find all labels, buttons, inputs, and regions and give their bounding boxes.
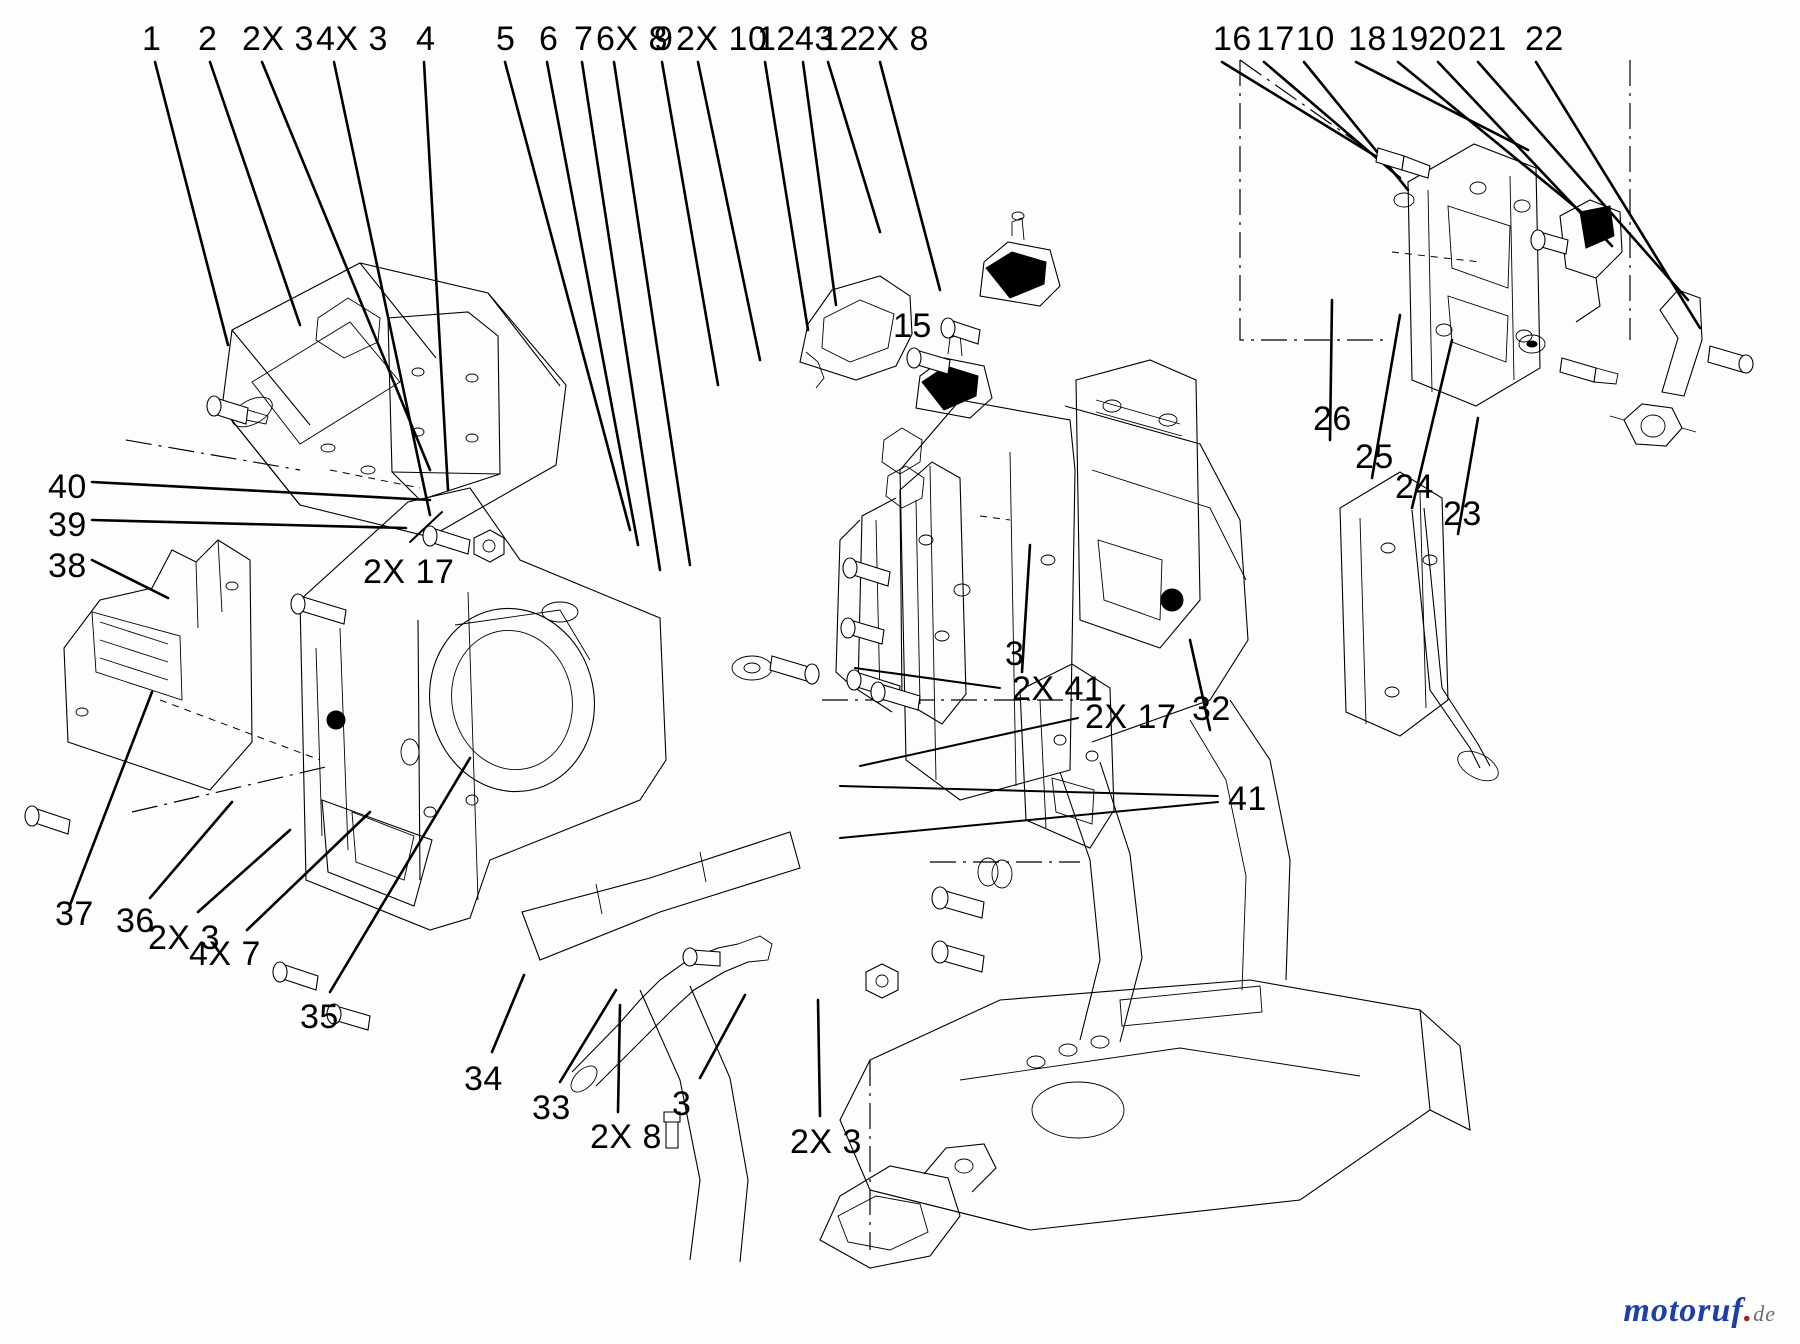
- callout-2x-10: 2X 10: [676, 20, 768, 58]
- part-left-housing: [299, 487, 667, 931]
- callout-41: 41: [1228, 780, 1267, 818]
- callout-6x-8: 6X 8: [596, 20, 668, 58]
- callout-2: 2: [198, 20, 218, 58]
- callout-4x-7: 4X 7: [189, 935, 261, 973]
- callout-3-bottom: 3: [672, 1085, 692, 1123]
- callout-2x-17-right: 2X 17: [1085, 698, 1177, 736]
- callout-17-top: 17: [1256, 20, 1295, 58]
- part-bottom-deck: [819, 979, 1471, 1269]
- callout-21: 21: [1468, 20, 1507, 58]
- part-upper-left-bracket: [221, 262, 567, 538]
- callout-38: 38: [48, 547, 87, 585]
- part-bottom-left-plate: [521, 831, 801, 961]
- callout-36: 36: [116, 902, 155, 940]
- callout-40: 40: [48, 468, 87, 506]
- part-main-center-frame: [835, 359, 1249, 801]
- part-switch-module-lower: [915, 333, 993, 419]
- callout-2x-41: 2X 41: [1012, 670, 1104, 708]
- callout-39: 39: [48, 506, 87, 544]
- callout-16: 16: [1213, 20, 1252, 58]
- callout-19: 19: [1390, 20, 1429, 58]
- part-center-sub-plate: [1019, 663, 1115, 849]
- leader-lines-top-right: [1220, 60, 1702, 330]
- callout-2x-8-top: 2X 8: [857, 20, 929, 58]
- callout-33: 33: [532, 1089, 571, 1127]
- part-cover-cap: [799, 275, 913, 389]
- callout-4x-3-top: 4X 3: [316, 20, 388, 58]
- center-lines: [125, 59, 1631, 1250]
- callout-35: 35: [300, 998, 339, 1036]
- watermark-tld: de: [1753, 1301, 1776, 1326]
- callout-2x-17-left: 2X 17: [363, 553, 455, 591]
- callout-6: 6: [539, 20, 559, 58]
- callout-37: 37: [55, 895, 94, 933]
- callout-22: 22: [1525, 20, 1564, 58]
- callout-10: 10: [1296, 20, 1335, 58]
- callout-20: 20: [1428, 20, 1467, 58]
- callout-4: 4: [416, 20, 436, 58]
- part-louver-panel: [63, 539, 253, 791]
- callout-5: 5: [496, 20, 516, 58]
- callout-1: 1: [142, 20, 162, 58]
- callout-2x-3-left: 2X 3: [148, 919, 220, 957]
- leader-lines-left: [68, 480, 472, 994]
- callout-23: 23: [1443, 495, 1482, 533]
- callout-43: 43: [795, 20, 834, 58]
- callout-9: 9: [654, 20, 674, 58]
- watermark-brand: motoruf: [1623, 1292, 1744, 1329]
- callout-12-b: 12: [820, 20, 859, 58]
- callout-7: 7: [574, 20, 594, 58]
- callout-18: 18: [1348, 20, 1387, 58]
- callout-3-center: 3: [1005, 635, 1025, 673]
- callout-15: 15: [893, 307, 932, 345]
- callout-2x-3-bottom: 2X 3: [790, 1123, 862, 1161]
- callout-26: 26: [1313, 400, 1352, 438]
- part-tube-handle: [570, 935, 773, 1093]
- leader-lines-top: [153, 60, 942, 572]
- fasteners: [24, 317, 1013, 1149]
- part-right-control-plate: [1375, 143, 1754, 447]
- callout-32: 32: [1192, 690, 1231, 728]
- callout-2x-3-top: 2X 3: [242, 20, 314, 58]
- part-right-bracket: [1339, 471, 1499, 782]
- callout-24: 24: [1395, 468, 1434, 506]
- callout-25: 25: [1355, 438, 1394, 476]
- callout-12-a: 12: [757, 20, 796, 58]
- detail-dashes: [159, 251, 1481, 761]
- callout-34: 34: [464, 1060, 503, 1098]
- watermark: motoruf.de: [1623, 1292, 1776, 1330]
- callout-2x-8-bottom: 2X 8: [590, 1118, 662, 1156]
- watermark-dot: .: [1743, 1292, 1754, 1329]
- part-frame-rail: [639, 699, 1291, 1263]
- part-switch-module-upper: [979, 211, 1061, 307]
- part-vertical-plate-left: [387, 311, 501, 501]
